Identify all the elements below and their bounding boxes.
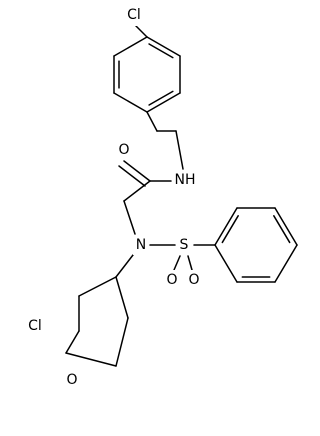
chlorophenyl-ring-bond-2 [146,92,181,113]
methoxyphenyl-ring-frame-bond-3 [65,352,117,367]
atom-label-n-sulfonamide: N [136,237,146,253]
atom-o-carbonyl: O [116,140,132,160]
atom-label-nh: NH [175,172,196,188]
atom-labels: Cl O NH N S O O Cl [24,4,202,390]
bond-ch2-n [123,200,136,235]
bond-ch2-nh [175,130,184,170]
bond-carbonyl-o-2 [118,165,146,187]
bond-lines [65,23,298,367]
atom-label-s: S [180,237,189,253]
methoxyphenyl-ring-frame-bond-0 [78,276,117,297]
phenyl-ring-bond-3 [274,244,298,283]
atom-s: S [176,235,192,255]
chlorophenyl-ring-bond-0 [146,36,181,57]
bond-ring-ch2 [146,111,158,132]
atom-label-o-sulfonyl-1: O [166,272,177,288]
phenyl-ring-bond-2 [274,207,298,246]
chlorophenyl-ring-inner-bond-2 [148,90,174,106]
phenyl-ring-bond-5 [214,244,238,283]
phenyl-ring-inner-bond-2 [273,215,291,244]
atom-cl-top: Cl [123,4,145,26]
atom-label-cl-top: Cl [127,7,141,23]
methoxyphenyl-ring-frame-bond-5 [115,276,129,319]
atom-label-o-carbonyl: O [118,142,129,158]
atom-n-sulfonamide: N [133,235,149,255]
atom-label-o-sulfonyl-2: O [188,272,199,288]
atom-o-methoxy: O [64,370,80,390]
bond-carbonyl-ch2 [123,180,151,202]
methoxyphenyl-ring-frame-bond-2 [65,330,80,354]
chlorophenyl-ring-inner-bond-0 [148,43,174,59]
bond-carbonyl-o-1 [123,160,151,182]
atom-nh: NH [172,170,198,190]
atom-o-sulfonyl-2: O [186,270,202,290]
atom-label-cl-lower: Cl [28,318,42,334]
atom-label-o-methoxy: O [66,372,77,388]
bond-s-o2 [187,255,193,271]
chlorophenyl-ring-bond-3 [113,92,148,113]
chlorophenyl-ring-bond-5 [113,36,148,57]
methoxyphenyl-ring-frame-bond-4 [115,317,129,367]
bond-cl-ring-top [133,23,148,38]
phenyl-ring-inner-bond-0 [221,215,239,244]
atom-o-sulfonyl-1: O [164,270,180,290]
atom-cl-lower: Cl [24,315,46,337]
bond-n-aryl [115,254,134,278]
phenyl-ring-bond-0 [214,207,238,246]
bond-s-o1 [173,255,181,271]
